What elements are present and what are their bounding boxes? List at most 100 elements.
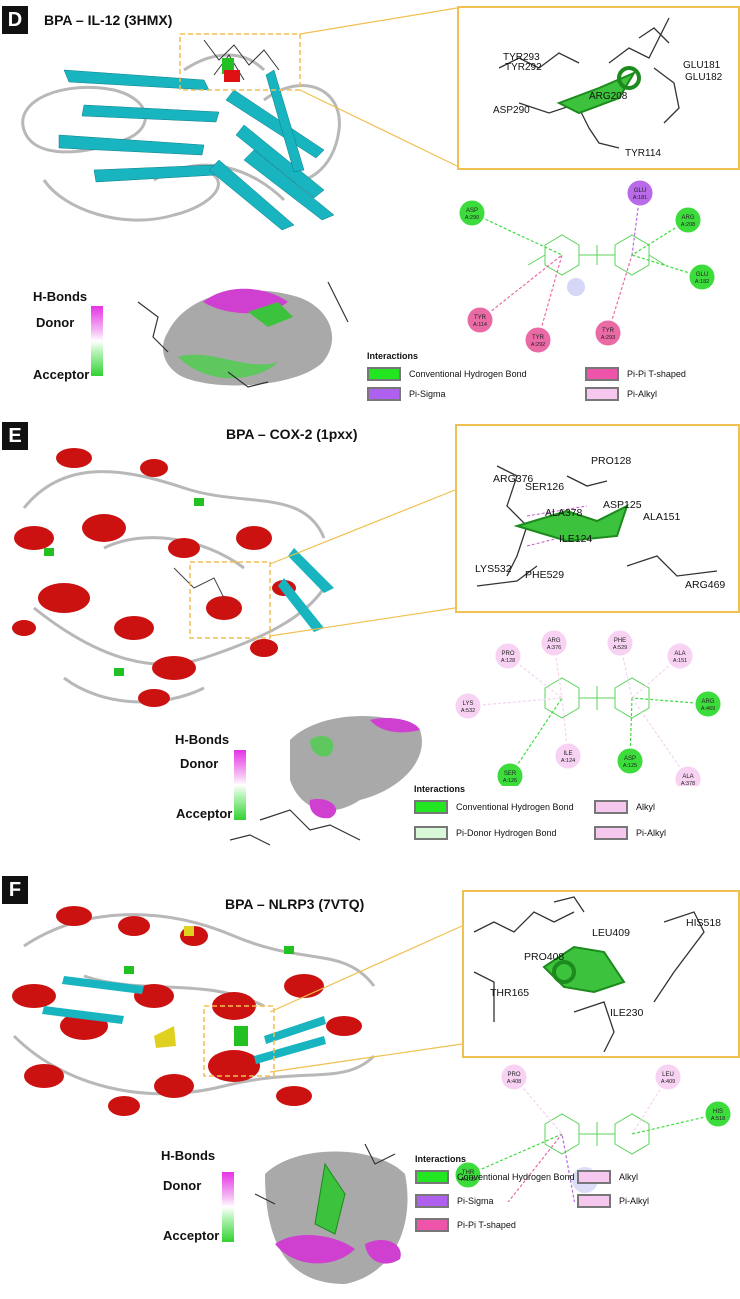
residue-name: PHE <box>614 638 626 644</box>
residue-number: A:181 <box>633 195 647 201</box>
residue-label: ALA378 <box>545 507 583 519</box>
residue-number: A:125 <box>623 763 637 769</box>
legend-swatch <box>367 367 401 381</box>
binding-surface-image <box>137 281 349 388</box>
zoom-connector <box>269 925 463 1073</box>
interaction-diagram-2d: PROA:408LEUA:409HISA:518THRA:165TYRA:377… <box>454 1063 732 1202</box>
interaction-line <box>619 642 633 699</box>
legend-swatch <box>577 1194 611 1208</box>
legend-item: Pi-Alkyl <box>585 387 657 401</box>
interaction-line <box>631 697 689 780</box>
zoom-connector <box>269 489 456 637</box>
interactions-legend: Interactions Conventional Hydrogen Bond … <box>414 784 734 846</box>
residue-label: ARG469 <box>685 579 725 591</box>
legend-swatch <box>415 1218 449 1232</box>
panel-letter: F <box>2 876 28 904</box>
residue-name: ALA <box>674 651 685 657</box>
hbonds-donor-label: Donor <box>180 756 219 771</box>
residue-label: GLU182 <box>685 72 723 83</box>
legend-swatch <box>577 1170 611 1184</box>
panel-d: D BPA – IL-12 (3HMX) <box>0 0 740 405</box>
interaction-diagram-2d: ASPA:290GLUA:181ARGA:208GLUA:182TYRA:114… <box>458 179 716 354</box>
residue-name: ARG <box>547 638 560 644</box>
residue-label: GLU181 <box>683 60 721 71</box>
legend-item: Pi-Alkyl <box>577 1194 649 1208</box>
legend-label: Pi-Alkyl <box>619 1196 650 1206</box>
residue-number: A:529 <box>613 645 627 651</box>
legend-swatch <box>414 800 448 814</box>
legend-label: Alkyl <box>636 802 656 812</box>
residue-name: TYR <box>532 335 545 341</box>
residue-label: ILE124 <box>559 533 592 545</box>
residue-label: TYR114 <box>625 148 661 159</box>
hbonds-donor-label: Donor <box>36 315 75 330</box>
hbonds-title: H-Bonds <box>175 732 230 747</box>
hbonds-acceptor-label: Acceptor <box>163 1228 220 1243</box>
panel-f: F BPA – NLRP3 (7VTQ) <box>0 872 740 1299</box>
residue-name: ALA <box>682 774 693 780</box>
interaction-line <box>509 697 563 777</box>
legend-item: Conventional Hydrogen Bond <box>367 367 527 381</box>
legend-label: Alkyl <box>619 1172 639 1182</box>
legend-swatch <box>414 826 448 840</box>
legend-item: Conventional Hydrogen Bond <box>414 800 574 814</box>
hbonds-gradient <box>234 750 246 820</box>
hbonds-title: H-Bonds <box>33 289 88 304</box>
residue-name: HIS <box>713 1109 723 1115</box>
legend-swatch <box>585 387 619 401</box>
binding-site-zoom: PRO128 ARG376 SER126 ASP125 ALA378 ALA15… <box>455 424 740 613</box>
residue-label: TYR293 <box>503 52 540 63</box>
residue-name: GLU <box>696 272 708 278</box>
legend-item: Alkyl <box>577 1170 638 1184</box>
residue-name: LEU <box>662 1072 674 1078</box>
panel-e: E BPA – COX-2 (1pxx) <box>0 418 740 848</box>
interaction-line <box>467 1133 563 1176</box>
residue-name: TYR <box>602 328 615 334</box>
legend-label: Pi-Sigma <box>457 1196 494 1206</box>
legend-title: Interactions <box>415 1154 467 1164</box>
legend-title: Interactions <box>367 351 419 361</box>
legend-item: Pi-Alkyl <box>594 826 666 840</box>
hbonds-gradient <box>91 306 103 376</box>
residue-label: LEU409 <box>592 927 630 939</box>
residue-number: A:376 <box>547 645 561 651</box>
residue-label: PHE529 <box>525 569 564 581</box>
legend-label: Conventional Hydrogen Bond <box>457 1172 575 1182</box>
protein-structure-image <box>12 906 376 1116</box>
binding-surface-image <box>230 716 422 846</box>
residue-number: A:292 <box>531 342 545 348</box>
zoom-connector <box>299 7 458 167</box>
legend-label: Pi-Alkyl <box>636 828 667 838</box>
residue-name: PRO <box>507 1072 520 1078</box>
legend-label: Conventional Hydrogen Bond <box>409 369 527 379</box>
residue-label: ASP290 <box>493 105 530 116</box>
interaction-line <box>607 254 633 334</box>
residue-name: SER <box>504 771 517 777</box>
residue-number: A:165 <box>461 1177 475 1183</box>
residue-label: SER126 <box>525 481 564 493</box>
panel-title: BPA – NLRP3 (7VTQ) <box>225 896 365 912</box>
interactions-legend: Interactions Conventional Hydrogen Bond … <box>415 1154 735 1294</box>
residue-label: ALA151 <box>643 511 681 523</box>
interaction-line <box>471 212 563 256</box>
legend-item: Pi-Sigma <box>367 387 446 401</box>
legend-swatch <box>594 800 628 814</box>
residue-label: THR165 <box>490 987 529 999</box>
residue-number: A:114 <box>473 322 487 328</box>
legend-label: Pi-Pi T-shaped <box>457 1220 516 1230</box>
legend-label: Pi-Alkyl <box>627 389 658 399</box>
residue-number: A:408 <box>507 1079 521 1085</box>
protein-structure-image <box>21 33 341 231</box>
interaction-line <box>467 697 563 707</box>
